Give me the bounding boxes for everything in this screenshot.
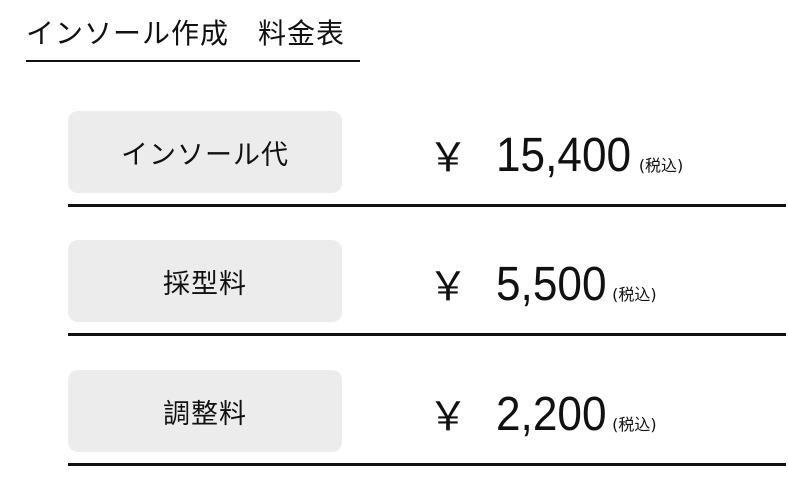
row-divider (68, 333, 786, 336)
row-divider (68, 463, 786, 466)
item-label: インソール代 (121, 139, 289, 171)
item-label-box: 調整料 (68, 370, 342, 452)
price-amount: 5,500 (496, 258, 607, 311)
currency-symbol: ￥ (428, 394, 468, 440)
price-amount: 15,400 (496, 129, 632, 182)
price-table-heading: インソール作成 料金表 (26, 14, 360, 62)
item-label: 調整料 (163, 398, 247, 430)
price-amount: 2,200 (496, 388, 607, 441)
item-price: ￥ 5,500 (税込) (428, 254, 657, 314)
tax-note: (税込) (638, 156, 684, 175)
tax-note: (税込) (612, 285, 657, 304)
item-label-box: 採型料 (68, 240, 342, 322)
page-title: インソール作成 料金表 (26, 17, 346, 50)
currency-symbol: ￥ (428, 135, 468, 181)
currency-symbol: ￥ (428, 264, 468, 310)
item-label: 採型料 (163, 268, 247, 300)
row-divider (68, 204, 786, 207)
item-price: ￥ 2,200 (税込) (428, 384, 657, 444)
price-row-adjustment: 調整料 ￥ 2,200 (税込) (68, 370, 786, 466)
price-row-casting: 採型料 ￥ 5,500 (税込) (68, 240, 786, 336)
tax-note: (税込) (612, 415, 657, 434)
price-row-insole: インソール代 ￥ 15,400 (税込) (68, 111, 786, 207)
item-price: ￥ 15,400 (税込) (428, 125, 683, 185)
item-label-box: インソール代 (68, 111, 342, 193)
